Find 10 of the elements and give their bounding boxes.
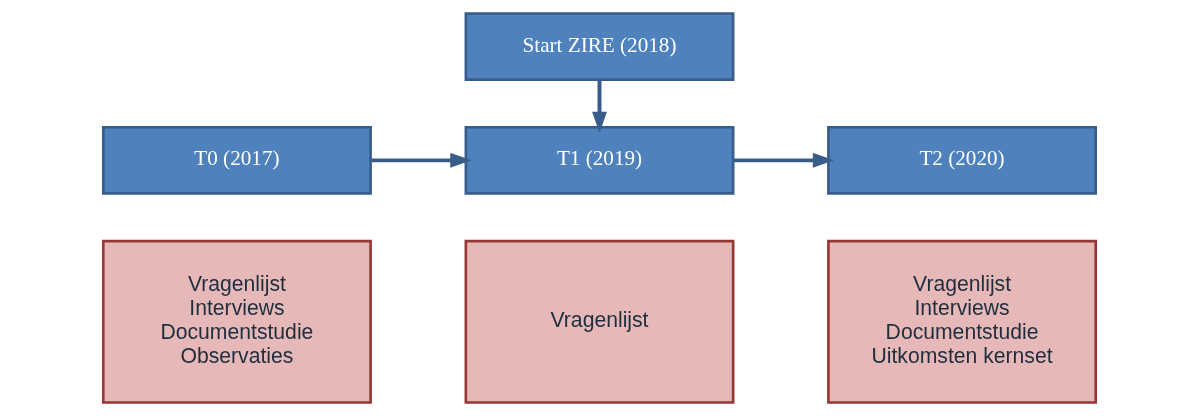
arrow (733, 152, 835, 168)
node-box: Start ZIRE (2018) (464, 12, 735, 81)
node-box: T1 (2019) (464, 125, 735, 195)
arrow (592, 80, 607, 133)
node-box: Vragenlijst Interviews Documentstudie Uitkomsten kernset (827, 239, 1098, 404)
node-box: T2 (2020) (827, 125, 1098, 195)
node-box: Vragenlijst (464, 239, 735, 404)
node-box: T0 (2017) (101, 125, 372, 195)
arrow (370, 152, 472, 168)
node-box: Vragenlijst Interviews Documentstudie Observaties (101, 239, 372, 404)
